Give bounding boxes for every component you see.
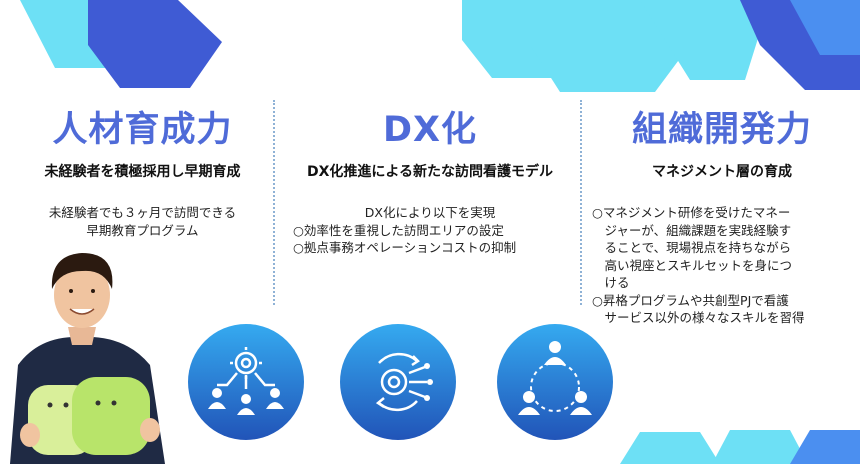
column-talent-development: 人材育成力 未経験者を積極採用し早期育成 未経験者でも３ヶ月で訪問できる 早期教… — [20, 108, 265, 239]
column-subtitle: DX化推進による新たな訪問看護モデル — [307, 164, 553, 180]
description-line: ○昇格プログラムや共創型PJで看護 — [592, 292, 789, 308]
column-dx: DX化 DX化推進による新たな訪問看護モデル DX化により以下を実現 ○効率性を… — [285, 108, 575, 257]
column-description: ○マネジメント研修を受けたマネー ジャーが、組織課題を実践経験す ることで、現場… — [592, 204, 852, 327]
column-description: DX化により以下を実現 ○効率性を重視した訪問エリアの設定 ○拠点事務オペレーシ… — [285, 204, 575, 257]
network-people-icon — [497, 324, 613, 440]
description-line: 高い視座とスキルセットを身につ — [592, 257, 793, 273]
description-line: ける — [592, 275, 630, 290]
column-title: DX化 — [382, 110, 478, 150]
description-line: DX化により以下を実現 — [364, 205, 496, 220]
column-organization: 組織開発力 マネジメント層の育成 ○マネジメント研修を受けたマネー ジャーが、組… — [592, 108, 852, 327]
description-line: サービス以外の様々なスキルを習得 — [592, 310, 805, 325]
column-title: 人材育成力 — [52, 110, 233, 150]
description-line: 早期教育プログラム — [86, 222, 199, 238]
description-line: ジャーが、組織課題を実践経験す — [592, 222, 792, 238]
hair-shape — [51, 253, 113, 289]
description-line: ○マネジメント研修を受けたマネー — [592, 205, 791, 220]
description-line: 未経験者でも３ヶ月で訪問できる — [48, 205, 237, 220]
column-title: 組織開発力 — [631, 110, 812, 150]
face-shape — [54, 262, 110, 328]
hexagon-shape — [790, 0, 860, 55]
column-subtitle: 未経験者を積極採用し早期育成 — [44, 164, 241, 180]
cushion-shape — [72, 377, 150, 455]
description-line: ○拠点事務オペレーションコストの抑制 — [293, 240, 517, 255]
description-line: ることで、現場視点を持ちながら — [592, 240, 792, 255]
team-gear-icon — [188, 324, 304, 440]
hexagon-shape — [640, 0, 770, 80]
description-line: ○効率性を重視した訪問エリアの設定 — [293, 222, 504, 238]
dx-cycle-icon — [340, 324, 456, 440]
hexagon-shape — [620, 432, 720, 464]
column-description: 未経験者でも３ヶ月で訪問できる 早期教育プログラム — [20, 204, 265, 239]
column-subtitle: マネジメント層の育成 — [652, 164, 792, 180]
column-divider — [273, 100, 275, 305]
hexagon-shape — [790, 430, 860, 464]
person-photo — [10, 253, 165, 464]
column-divider — [580, 100, 582, 305]
hexagon-shape — [530, 0, 690, 92]
hexagon-shape — [712, 430, 808, 464]
hexagon-shape — [88, 0, 222, 88]
